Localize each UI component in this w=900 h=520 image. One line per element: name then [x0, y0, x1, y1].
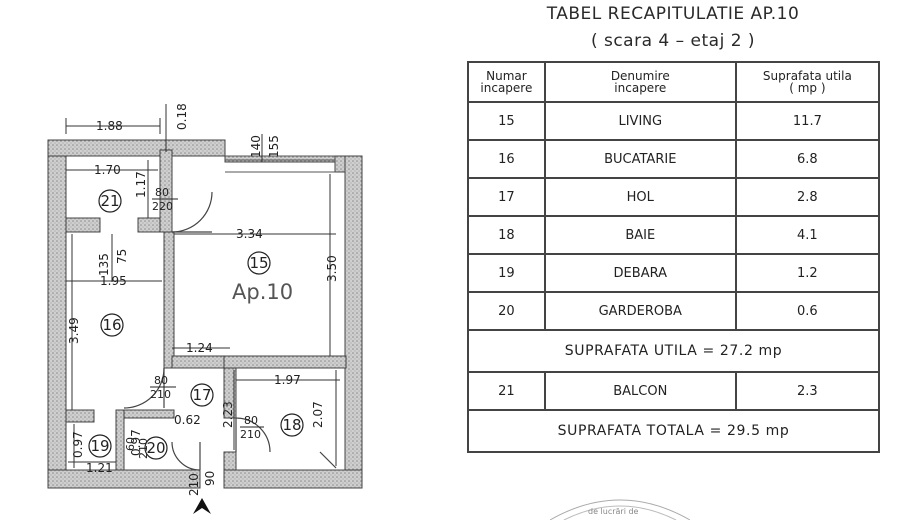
dim-3-50: 3.50 [325, 255, 339, 282]
room-20-label: 20 [146, 439, 165, 457]
header-useful-area: Suprafata utila ( mp ) [734, 61, 881, 103]
cell-room-number: 16 [467, 139, 546, 179]
dim-0-97-debara: 0.97 [71, 431, 85, 458]
dim-1-24: 1.24 [186, 341, 213, 355]
header-useful-area-line2: ( mp ) [789, 81, 826, 95]
doors [123, 191, 337, 471]
cell-room-number: 15 [467, 101, 546, 141]
useful-area-total: SUPRAFATA UTILA = 27.2 mp [467, 329, 880, 373]
door-bath-height: 210 [240, 428, 261, 441]
cell-balcony-area: 2.3 [734, 371, 881, 411]
header-room-number: Numar incapere [467, 61, 546, 103]
cell-room-name: GARDEROBA [543, 291, 737, 331]
cell-room-number: 17 [467, 177, 546, 217]
dim-3-34: 3.34 [236, 227, 263, 241]
dim-1-17: 1.17 [134, 171, 148, 198]
dim-140: 140 [249, 135, 263, 158]
cell-room-number: 19 [467, 253, 546, 293]
dim-0-62: 0.62 [174, 413, 201, 427]
interior-walls [65, 149, 347, 471]
room-17-label: 17 [192, 386, 211, 404]
dim-135: 135 [97, 253, 111, 276]
dimension-labels: 1.88 0.18 140 155 1.70 1.17 3.34 3.50 13… [67, 103, 339, 496]
door-storage-width: 60 [124, 437, 137, 451]
balcony-row: 21 BALCON 2.3 [467, 371, 881, 411]
header-useful-area-line1: Suprafata utila [762, 69, 852, 83]
cell-balcony-name: BALCON [543, 371, 737, 411]
table-title: TABEL RECAPITULATIE AP.10 [546, 4, 800, 24]
door-hall-height: 210 [150, 388, 171, 401]
header-room-name: Denumire incapere [543, 61, 737, 103]
exterior-walls [47, 139, 363, 489]
cell-balcony-number: 21 [467, 371, 546, 411]
cell-room-name: BAIE [543, 215, 737, 255]
door-hall-width: 80 [154, 374, 168, 387]
dim-90: 90 [203, 471, 217, 486]
room-21-label: 21 [100, 192, 119, 210]
dim-210: 210 [187, 473, 201, 496]
door-balcony-width: 80 [155, 186, 169, 199]
room-18-label: 18 [282, 416, 301, 434]
cell-room-area: 2.8 [734, 177, 881, 217]
dim-1-70: 1.70 [94, 163, 121, 177]
dim-2-07: 2.07 [311, 401, 325, 428]
cell-room-area: 11.7 [734, 101, 881, 141]
door-bath-width: 80 [244, 414, 258, 427]
header-room-name-line2: incapere [614, 81, 667, 95]
table-row: 19 DEBARA 1.2 [467, 253, 881, 293]
table-row: 15 LIVING 11.7 [467, 101, 881, 141]
room-markers: 21 15 16 17 18 19 20 [88, 189, 304, 460]
cell-room-area: 4.1 [734, 215, 881, 255]
dim-1-21: 1.21 [86, 461, 113, 475]
cell-room-name: LIVING [543, 101, 737, 141]
cell-room-name: BUCATARIE [543, 139, 737, 179]
dim-2-23: 2.23 [221, 401, 235, 428]
cell-room-number: 20 [467, 291, 546, 331]
living-window [225, 155, 335, 173]
header-room-number-line1: Numar [486, 69, 527, 83]
cell-room-area: 6.8 [734, 139, 881, 179]
useful-area-total-row: SUPRAFATA UTILA = 27.2 mp [467, 329, 880, 373]
table-row: 20 GARDEROBA 0.6 [467, 291, 881, 331]
cell-room-area: 0.6 [734, 291, 881, 331]
stamp-seal: de lucrări de [549, 499, 691, 520]
room-16-label: 16 [102, 316, 121, 334]
table-header-row: Numar incapere Denumire incapere Suprafa… [467, 61, 881, 103]
table-row: 18 BAIE 4.1 [467, 215, 881, 255]
cell-room-area: 1.2 [734, 253, 881, 293]
header-room-number-line2: incapere [480, 81, 533, 95]
room-19-label: 19 [90, 437, 109, 455]
cell-room-number: 18 [467, 215, 546, 255]
dimension-lines [65, 104, 340, 468]
room-15-label: 15 [249, 254, 268, 272]
dim-155: 155 [267, 135, 281, 158]
header-room-name-line1: Denumire [610, 69, 670, 83]
table-row: 17 HOL 2.8 [467, 177, 881, 217]
dim-1-97: 1.97 [274, 373, 301, 387]
cell-room-name: DEBARA [543, 253, 737, 293]
entrance-arrow-icon [193, 498, 211, 514]
summary-table: Numar incapere Denumire incapere Suprafa… [467, 61, 881, 453]
grand-total-row: SUPRAFATA TOTALA = 29.5 mp [467, 409, 880, 453]
dim-1-88: 1.88 [96, 119, 123, 133]
apartment-label: Ap.10 [232, 280, 293, 304]
table-subtitle: ( scara 4 – etaj 2 ) [590, 31, 756, 51]
table-row: 16 BUCATARIE 6.8 [467, 139, 881, 179]
grand-total: SUPRAFATA TOTALA = 29.5 mp [467, 409, 880, 453]
dim-75: 75 [115, 249, 129, 264]
door-balcony-height: 220 [152, 200, 173, 213]
dim-3-49: 3.49 [67, 317, 81, 344]
stamp-text: de lucrări de [588, 507, 639, 516]
dim-0-97-garderoba: 0.97 [129, 429, 143, 456]
dim-0-18: 0.18 [175, 103, 189, 130]
dim-1-95: 1.95 [100, 274, 127, 288]
cell-room-name: HOL [543, 177, 737, 217]
